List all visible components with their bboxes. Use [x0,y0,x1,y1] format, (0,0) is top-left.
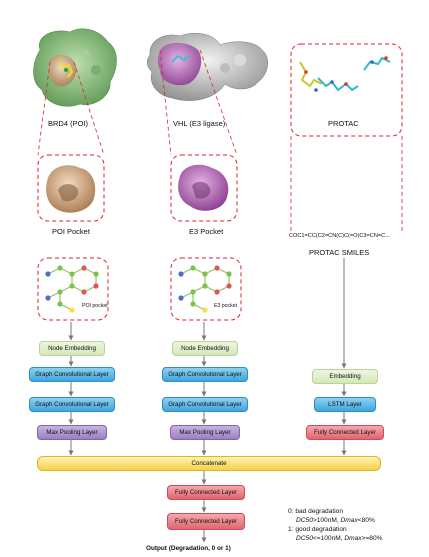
brd4-structure [33,28,117,107]
graph-node [226,271,232,277]
e3-max-pooling: Max Pooling Layer [170,425,240,440]
output-legend: 0: bad degradation DC50>100nM, Dmax<80% … [288,507,383,543]
poi-gcn-layer-1: Graph Convolutional Layer [29,367,115,382]
e3-gcn-layer-2: Graph Convolutional Layer [162,397,248,412]
graph-node [57,289,63,295]
graph-node [93,283,99,289]
graph-node [190,289,196,295]
graph-node [57,265,63,271]
head-fc-layer-1: Fully Connected Layer [167,485,245,500]
e3-graph-label: E3 pocket [214,303,238,309]
poi-structure-label: BRD4 (POI) [48,119,89,128]
graph-node [81,265,87,271]
graph-node [202,283,208,289]
poi-graph-box [37,257,109,321]
protac-dashed-box [290,43,403,137]
graph-node [93,271,99,277]
graph-node [214,265,220,271]
protac-embedding: Embedding [312,369,378,384]
head-fc-layer-2: Fully Connected Layer [167,513,245,530]
vhl-structure [147,33,269,101]
poi-gcn-layer-2: Graph Convolutional Layer [29,397,115,412]
e3-pocket-image [170,154,238,222]
legend-line-bad: 0: bad degradation [288,508,343,515]
graph-node [69,271,75,277]
graph-node [81,289,87,295]
graph-node [226,283,232,289]
protac-structure-label: PROTAC [328,119,359,128]
poi-pocket-image [37,154,105,222]
e3-gcn-layer-1: Graph Convolutional Layer [162,367,248,382]
legend-line-good-criteria: DC50<=100nM, Dmax>=80% [296,535,383,542]
legend-line-good: 1: good degradation [288,526,347,533]
poi-graph-label: POI pocket [82,303,108,309]
smiles-text: COC1=CC(C2=CN(C)C(=O)C3=CN=C... [289,233,390,239]
graph-node [214,289,220,295]
graph-node [190,301,196,307]
graph-node [202,271,208,277]
poi-pocket-label: POI Pocket [52,227,90,236]
e3-structure-label: VHL (E3 ligase) [173,119,226,128]
poi-max-pooling: Max Pooling Layer [37,425,107,440]
protac-molecule [299,56,391,92]
concatenate-bar: Concatenate [37,456,381,471]
protac-fc-layer: Fully Connected Layer [306,425,384,440]
e3-pocket-label: E3 Pocket [189,227,224,236]
graph-node [45,271,51,277]
graph-node [178,295,184,301]
legend-line-bad-criteria: DC50>100nM, Dmax<80% [296,517,375,524]
protac-lstm-layer: LSTM Layer [314,397,376,412]
graph-node [69,307,75,313]
e3-graph-box [170,257,242,321]
graph-node [178,271,184,277]
graph-node [69,283,75,289]
graph-node [45,295,51,301]
smiles-label: PROTAC SMILES [309,248,370,257]
graph-node [202,307,208,313]
flow-arrows [68,258,347,543]
poi-pocket-graph [45,265,99,313]
e3-node-embedding: Node Embedding [172,341,238,356]
e3-pocket-graph [178,265,232,313]
poi-node-embedding: Node Embedding [39,341,105,356]
graph-node [57,301,63,307]
output-label: Output (Degradation, 0 or 1) [146,545,231,552]
zoom-connectors [37,49,403,232]
graph-node [190,265,196,271]
